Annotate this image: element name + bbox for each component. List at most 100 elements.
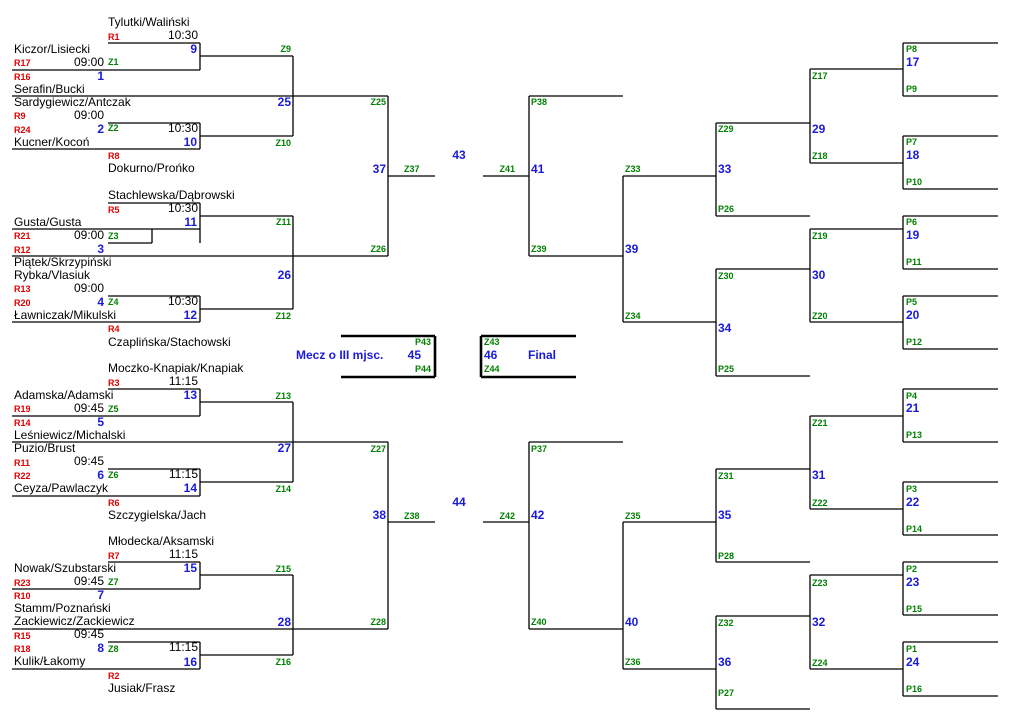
team-name: Czaplińska/Stachowski xyxy=(108,335,231,349)
path-code: P13 xyxy=(906,430,922,440)
path-code: Z11 xyxy=(276,217,291,227)
seed-code: R1 xyxy=(108,32,120,42)
path-code: P14 xyxy=(906,524,922,534)
path-code: Z33 xyxy=(625,164,641,174)
match-number: 9 xyxy=(190,42,197,56)
match-number: 45 xyxy=(408,348,422,362)
match-time: 10:30 xyxy=(168,28,198,42)
third-place-label: Mecz o III mjsc. xyxy=(296,348,383,362)
seed-code: R18 xyxy=(14,644,31,654)
path-code: Z14 xyxy=(275,484,291,494)
path-code: P43 xyxy=(415,337,431,347)
seed-code: R20 xyxy=(14,298,31,308)
path-code: P1 xyxy=(906,644,917,654)
match-number: 11 xyxy=(184,215,197,229)
center-labels: Mecz o III mjsc. Final xyxy=(296,348,556,362)
path-code: P28 xyxy=(718,551,734,561)
match-number: 15 xyxy=(184,561,198,575)
team-name: Gusta/Gusta xyxy=(14,215,82,229)
team-name: Stachlewska/Dąbrowski xyxy=(108,188,235,202)
match-number: 10 xyxy=(184,135,198,149)
path-code: Z23 xyxy=(812,578,828,588)
team-names: Tylutki/Waliński Kiczor/Lisiecki Serafin… xyxy=(14,15,244,695)
match-number: 17 xyxy=(906,55,920,69)
team-name: Stamm/Poznański xyxy=(14,601,111,615)
path-code: Z1 xyxy=(108,57,119,67)
path-code: P37 xyxy=(531,444,547,454)
match-times: 10:30 09:00 09:00 10:30 10:30 09:00 09:0… xyxy=(74,28,198,654)
match-number: 30 xyxy=(812,268,826,282)
path-code: P7 xyxy=(906,137,917,147)
seed-code: R12 xyxy=(14,245,31,255)
path-code: Z3 xyxy=(108,231,119,241)
path-code: P6 xyxy=(906,217,917,227)
seed-code: R23 xyxy=(14,578,31,588)
seed-code: R5 xyxy=(108,205,120,215)
match-number: 41 xyxy=(531,162,545,176)
match-number: 46 xyxy=(484,348,498,362)
match-number: 42 xyxy=(531,508,545,522)
path-code: Z31 xyxy=(718,471,734,481)
path-code: Z36 xyxy=(625,657,641,667)
seed-code: R24 xyxy=(14,125,31,135)
match-time: 11:15 xyxy=(169,547,198,561)
path-code: Z20 xyxy=(812,311,828,321)
team-name: Ceyza/Pawlaczyk xyxy=(14,481,109,495)
path-code: Z34 xyxy=(625,311,641,321)
match-number: 5 xyxy=(97,415,104,429)
seed-code: R2 xyxy=(108,671,120,681)
path-code: P3 xyxy=(906,484,917,494)
match-number: 33 xyxy=(718,162,732,176)
seed-code: R21 xyxy=(14,231,31,241)
path-code: P25 xyxy=(718,364,734,374)
seed-code: R10 xyxy=(14,591,31,601)
seed-code: R4 xyxy=(108,324,120,334)
match-number: 4 xyxy=(97,295,104,309)
match-number: 12 xyxy=(184,308,198,322)
match-time: 10:30 xyxy=(168,294,198,308)
match-number: 26 xyxy=(278,268,292,282)
path-code: Z30 xyxy=(718,271,734,281)
seed-codes: R1 R17 R16 R9 R24 R8 R5 R21 R12 R13 R20 … xyxy=(14,32,120,681)
path-code: Z26 xyxy=(370,244,386,254)
seed-code: R7 xyxy=(108,551,120,561)
team-name: Młodecka/Aksamski xyxy=(108,534,214,548)
team-name: Piątek/Skrzypiński xyxy=(14,255,111,269)
path-code: P27 xyxy=(718,688,734,698)
seed-code: R17 xyxy=(14,58,31,68)
path-code: P2 xyxy=(906,564,917,574)
seed-code: R15 xyxy=(14,631,31,641)
path-code: Z22 xyxy=(812,498,828,508)
match-time: 11:15 xyxy=(169,374,198,388)
team-name: Adamska/Adamski xyxy=(14,388,113,402)
path-code: Z35 xyxy=(625,511,641,521)
match-time: 09:00 xyxy=(74,55,104,69)
match-number: 6 xyxy=(97,468,104,482)
team-name: Jusiak/Frasz xyxy=(108,681,175,695)
path-code: Z9 xyxy=(280,44,291,54)
match-number: 35 xyxy=(718,508,732,522)
seed-code: R11 xyxy=(14,458,30,468)
seed-code: R8 xyxy=(108,151,120,161)
match-numbers-right: 39 40 33 34 35 36 29 30 31 32 17 18 19 2… xyxy=(625,55,920,669)
match-time: 09:00 xyxy=(74,228,104,242)
path-code: Z15 xyxy=(275,564,291,574)
match-number: 40 xyxy=(625,615,639,629)
path-code: Z38 xyxy=(404,511,420,521)
match-time: 09:00 xyxy=(74,108,104,122)
match-time: 10:30 xyxy=(168,121,198,135)
path-code: Z5 xyxy=(108,404,119,414)
match-number: 14 xyxy=(184,481,198,495)
path-code: Z17 xyxy=(812,71,828,81)
team-name: Dokurno/Prońko xyxy=(108,161,195,175)
path-code: Z18 xyxy=(812,151,828,161)
path-code: P8 xyxy=(906,44,917,54)
team-name: Kulik/Łakomy xyxy=(14,654,85,668)
path-code: Z6 xyxy=(108,470,119,480)
match-number: 25 xyxy=(278,95,292,109)
seed-code: R9 xyxy=(14,111,26,121)
path-code: Z19 xyxy=(812,231,828,241)
match-time: 09:00 xyxy=(74,281,104,295)
path-code: Z10 xyxy=(275,138,291,148)
path-code: Z7 xyxy=(108,577,119,587)
